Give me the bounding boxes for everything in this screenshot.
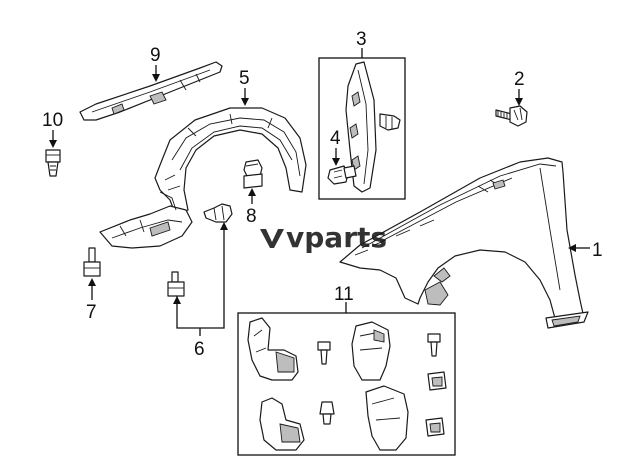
callout-7: 7 xyxy=(86,302,97,323)
mud-flap-kit[interactable] xyxy=(237,312,456,456)
liner-screw[interactable] xyxy=(243,159,263,189)
callout-11: 11 xyxy=(334,284,354,305)
callout-8: 8 xyxy=(246,206,257,227)
fender-bolt[interactable] xyxy=(495,105,528,127)
bracket-clip[interactable] xyxy=(327,165,357,185)
watermark-text: vparts xyxy=(286,221,387,254)
callout-3: 3 xyxy=(356,29,367,50)
callout-2: 2 xyxy=(514,69,525,90)
retainer[interactable] xyxy=(45,149,61,177)
callout-labels: 1 2 3 4 5 6 7 8 9 10 11 xyxy=(42,29,603,360)
callout-4: 4 xyxy=(330,128,341,149)
fender-bracket-group xyxy=(318,57,406,200)
liner-retainer[interactable] xyxy=(83,247,101,277)
callout-1: 1 xyxy=(592,240,603,261)
callout-9: 9 xyxy=(150,45,161,66)
callout-6: 6 xyxy=(194,339,205,360)
fender-bracket[interactable] xyxy=(345,61,377,193)
fender-liner[interactable] xyxy=(99,107,307,249)
leader-lines xyxy=(49,48,590,336)
liner-clip[interactable] xyxy=(167,203,233,297)
fender-panel[interactable] xyxy=(339,157,589,329)
watermark-logo: vparts xyxy=(260,221,387,254)
callout-10: 10 xyxy=(42,110,63,131)
bracket-push-clip[interactable] xyxy=(379,113,401,131)
watermark-v-icon xyxy=(260,229,284,248)
callout-5: 5 xyxy=(239,68,250,89)
splash-shield[interactable] xyxy=(79,61,223,121)
